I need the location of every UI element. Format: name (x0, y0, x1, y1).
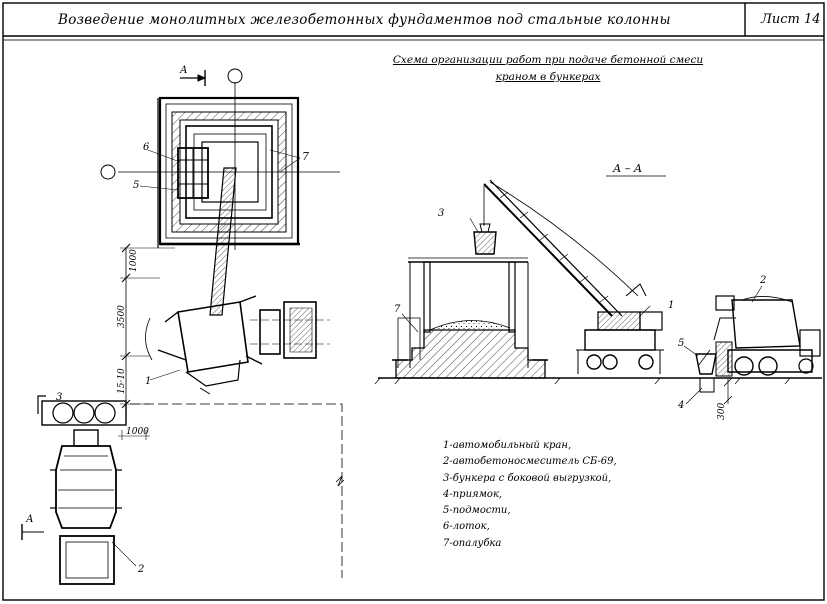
dim-3500: 3500 (117, 305, 127, 328)
callout-3-plan: 3 (56, 392, 62, 403)
legend-item: 7-опалубка (443, 537, 502, 549)
scheme-title-line2: краном в бункерах (495, 71, 601, 83)
legend-item: 5-подмости, (443, 505, 511, 517)
section-mark-top: А (179, 65, 188, 76)
dim-1510: 15·10 (117, 368, 127, 394)
callout-2-section: 2 (759, 275, 766, 286)
sheet-number: Лист 14 (761, 12, 821, 27)
legend-item: 3-бункера с боковой выгрузкой, (443, 472, 612, 484)
callout-4-section: 4 (677, 400, 684, 411)
legend-item: 1-автомобильный кран, (443, 440, 572, 451)
legend-item: 6-лоток, (443, 521, 490, 533)
scheme-title-line1: Схема организации работ при подаче бетон… (392, 54, 704, 66)
callout-1-plan: 1 (145, 376, 151, 387)
callout-7-section: 7 (394, 304, 401, 315)
section-label: А – А (612, 162, 642, 175)
callout-3-section: 3 (438, 208, 444, 219)
callout-6: 6 (143, 142, 150, 153)
plan-view (21, 68, 345, 585)
sheet-title: Возведение монолитных железобетонных фун… (58, 12, 671, 28)
legend-item: 2-автобетоносмеситель СБ-69, (443, 456, 617, 468)
section-view (374, 179, 822, 405)
legend: 1-автомобильный кран, 2-автобетоносмесите… (443, 438, 617, 552)
dim-1000-mid: 1000 (126, 427, 149, 437)
dim-1000-top: 1000 (129, 249, 139, 272)
callout-2-plan: 2 (137, 564, 144, 575)
scheme-title: Схема организации работ при подаче бетон… (388, 52, 708, 86)
callout-7-plan: 7 (302, 150, 309, 163)
callout-5-section: 5 (678, 338, 684, 349)
dim-300: 300 (717, 403, 727, 420)
legend-item: 4-приямок, (443, 488, 503, 500)
callout-1-section: 1 (668, 300, 674, 311)
callout-5: 5 (133, 180, 139, 191)
section-mark-bottom: А (25, 514, 34, 525)
drawing-labels: А – А А А 6 5 7 1 3 2 3 7 1 2 5 4 1000 3… (25, 65, 766, 575)
